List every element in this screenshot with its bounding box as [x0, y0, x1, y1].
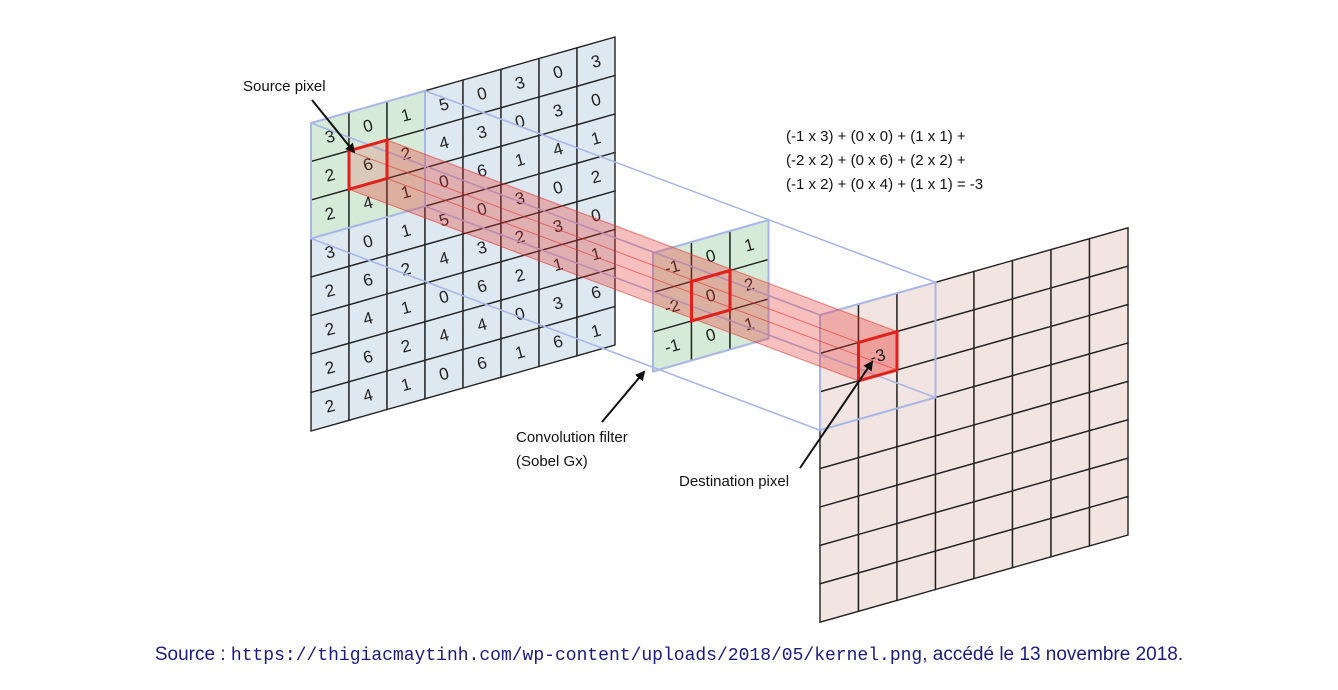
filter-cell-value: -1 — [662, 335, 682, 357]
destination-pixel-arrow — [799, 360, 874, 469]
projection-line — [310, 122, 821, 316]
source-pixel-highlight — [347, 138, 389, 192]
projection-overlay: -3 — [310, 89, 937, 432]
caption-url[interactable]: https://thigiacmaytinh.com/wp-content/up… — [230, 646, 923, 666]
formula-line-1: (-1 x 3) + (0 x 0) + (1 x 1) + — [786, 128, 966, 145]
filter-arrow — [601, 370, 646, 423]
projection-line — [424, 205, 936, 399]
projection-line — [424, 90, 936, 284]
source-pixel-arrow — [311, 99, 356, 154]
source-image-grid: 3015030326243030241061413015030226243230… — [310, 36, 616, 432]
caption-prefix: Source : — [154, 644, 231, 665]
filter-label-line2: (Sobel Gx) — [516, 453, 588, 470]
destination-image-grid — [819, 226, 1129, 624]
formula-line-2: (-2 x 2) + (0 x 6) + (2 x 2) + — [786, 152, 966, 169]
formula-line-3: (-1 x 2) + (0 x 4) + (1 x 1) = -3 — [786, 176, 983, 193]
source-pixel-label: Source pixel — [243, 78, 326, 95]
kernel-frame — [652, 218, 770, 373]
projection-line — [310, 237, 821, 431]
source-caption: Source : https://thigiacmaytinh.com/wp-c… — [0, 644, 1338, 666]
kernel-center-highlight — [690, 268, 732, 323]
destination-cell — [1088, 495, 1129, 547]
caption-suffix: , accédé le 13 novembre 2018. — [922, 644, 1184, 665]
filter-label-line1: Convolution filter — [516, 429, 628, 446]
destination-pixel-label: Destination pixel — [679, 473, 789, 490]
source-cell — [576, 305, 616, 357]
